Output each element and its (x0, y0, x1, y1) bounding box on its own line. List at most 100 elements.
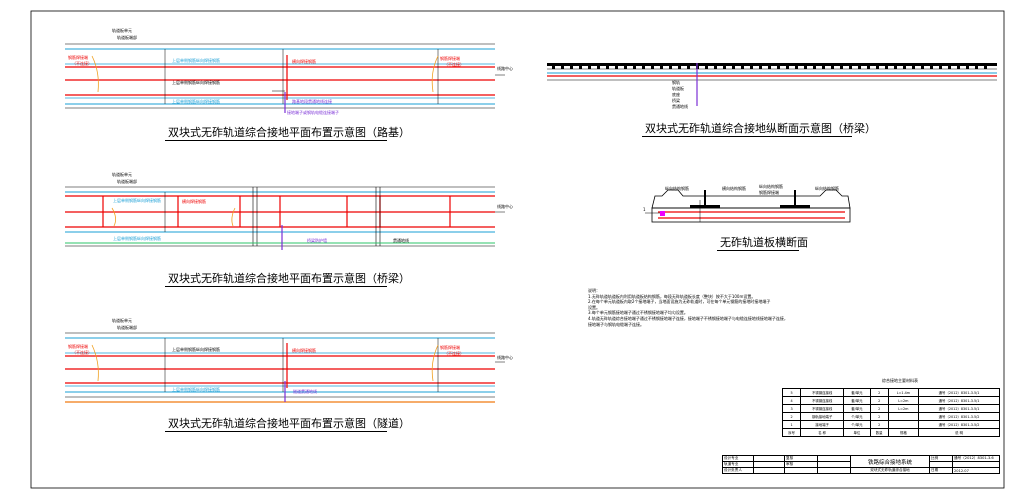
sleeper (786, 66, 789, 69)
bridge-label-mid1: 上层单侧钢筋纵向焊接钢筋 (113, 198, 161, 203)
table-cell: 不锈钢连接线 (800, 404, 845, 413)
tunnel-label-right-b: （不连接） (444, 351, 464, 356)
tunnel-label-cross: 横向焊接钢筋 (292, 348, 316, 353)
sleeper (804, 66, 807, 69)
sleeper (975, 66, 978, 69)
table-cell: 2 (869, 412, 889, 421)
sleeper (723, 66, 726, 69)
notes-items: 1.无砟轨道轨道板内利用轨道板结构钢筋，每段无砟轨道板长度（整块）按不大于100… (588, 294, 818, 328)
sleeper (732, 66, 735, 69)
cross-section-title: 无砟轨道板横断面 (720, 236, 808, 249)
roadbed-label-mid2: 上层单侧钢筋纵向焊接钢筋 (172, 80, 220, 85)
cross-label-num: 1 (643, 207, 646, 212)
table-cell: 个/单元 (843, 412, 871, 421)
table-cell: 个/单元 (843, 420, 871, 429)
sleeper (813, 66, 816, 69)
sleeper (858, 66, 861, 69)
sleeper (876, 66, 879, 69)
bridge-label-mid2: 上层单侧钢筋纵向焊接钢筋 (113, 236, 161, 241)
table-cell: 钢轨接地端子 (800, 412, 845, 421)
table-cell: 规格 (887, 428, 920, 437)
sleeper (984, 66, 987, 69)
sleeper (894, 66, 897, 69)
bridge-label-top2: 轨道板端部 (117, 179, 137, 184)
sleeper (966, 66, 969, 69)
bridge-label-center: 线路中心 (497, 204, 513, 209)
roadbed-plan (65, 43, 505, 113)
tb-r7: 日期 (929, 467, 953, 474)
table-cell: 不锈钢连接线 (800, 396, 845, 405)
table-cell: L=2m (887, 404, 920, 413)
table-cell: 说 明 (918, 428, 1000, 437)
table-cell: 2 (869, 388, 889, 397)
sleeper (903, 66, 906, 69)
table-cell: 1 (781, 420, 802, 429)
roadbed-label-left-b: （不连接） (72, 61, 92, 66)
tb-code: 通号（2012）8301-3.6 (952, 455, 1000, 462)
bridge-plan (65, 186, 505, 250)
sheet-frame (30, 10, 1005, 489)
tunnel-plan (65, 332, 505, 403)
sleeper (570, 66, 573, 69)
sleeper (552, 66, 555, 69)
table-cell: 5 (781, 388, 802, 397)
cross-label-2: 横向结构钢筋 (722, 186, 746, 191)
cross-label-3: 纵向结构钢筋 (759, 184, 783, 189)
cross-label-5: 纵向结构钢筋 (815, 186, 839, 191)
sleeper (561, 66, 564, 69)
longitudinal-label: 桥梁 (672, 98, 680, 103)
sleeper (912, 66, 915, 69)
longitudinal-title: 双块式无砟轨道综合接地纵断面示意图（桥梁） (645, 122, 876, 135)
table-cell: 4 (781, 396, 802, 405)
sleeper (741, 66, 744, 69)
bridge-title: 双块式无砟轨道综合接地平面布置示意图（桥梁） (168, 272, 410, 285)
sleeper (588, 66, 591, 69)
tb-r3: 设计负责人 (722, 467, 754, 474)
sleeper (678, 66, 681, 69)
sleeper (759, 66, 762, 69)
sleeper (885, 66, 888, 69)
table-cell: 通号（2012）8301-3.5/2 (918, 412, 1000, 421)
table-cell: 数量 (869, 428, 889, 437)
sleeper (705, 66, 708, 69)
note-item: 3.每个单元钢筋接地端子通过不锈钢接地端子均匀设置。 (588, 310, 688, 316)
tunnel-label-center: 线路中心 (497, 355, 513, 360)
table-cell: 通号（2012）8301-3.5/2 (918, 420, 1000, 429)
tb-system: 铁路综合接地系统 (850, 455, 930, 468)
table-cell: 通号（2012）8301-3.5/1 (918, 396, 1000, 405)
sleeper (948, 66, 951, 69)
note-item: 2.在每个单元轨道板内取2个接地端子，当地面设施为无砟轨道时，可在每个单元钢筋的… (588, 299, 771, 305)
notes-block: 说明： 1.无砟轨道轨道板内利用轨道板结构钢筋，每段无砟轨道板长度（整块）按不大… (588, 288, 818, 327)
title-block: 设计专业 复核 铁路综合接地系统 比例 通号（2012）8301-3.6 轨道专… (722, 455, 1000, 474)
sleeper (849, 66, 852, 69)
table-cell: 不锈钢连接线 (800, 388, 845, 397)
table-cell (887, 412, 920, 421)
sleeper (867, 66, 870, 69)
note-item: 接地端子与钢轨电缆端子连接。 (588, 321, 644, 327)
sleeper (822, 66, 825, 69)
sleeper (921, 66, 924, 69)
bridge-label-cross: 横向焊接钢筋 (182, 199, 206, 204)
sleeper (795, 66, 798, 69)
roadbed-label-right-b: （不连接） (444, 62, 464, 67)
table-cell: 套/单元 (843, 396, 871, 405)
longitudinal-label: 轨道板 (672, 86, 684, 91)
tunnel-label-top1: 轨道板单元 (112, 318, 132, 323)
table-cell: 2 (869, 420, 889, 429)
roadbed-label-top2: 轨道板端部 (117, 35, 137, 40)
cross-section (645, 189, 851, 223)
table-cell: 2 (869, 396, 889, 405)
table-cell: L=2m (887, 396, 920, 405)
tb-date: 2012.07 (952, 467, 1000, 474)
sleeper (606, 66, 609, 69)
table-cell: 单位 (843, 428, 871, 437)
tunnel-label-left-b: （不连接） (72, 350, 92, 355)
note-item: 1.无砟轨道轨道板内利用轨道板结构钢筋，每段无砟轨道板长度（整块）按不大于100… (588, 293, 756, 299)
sleeper (597, 66, 600, 69)
sleeper (750, 66, 753, 69)
